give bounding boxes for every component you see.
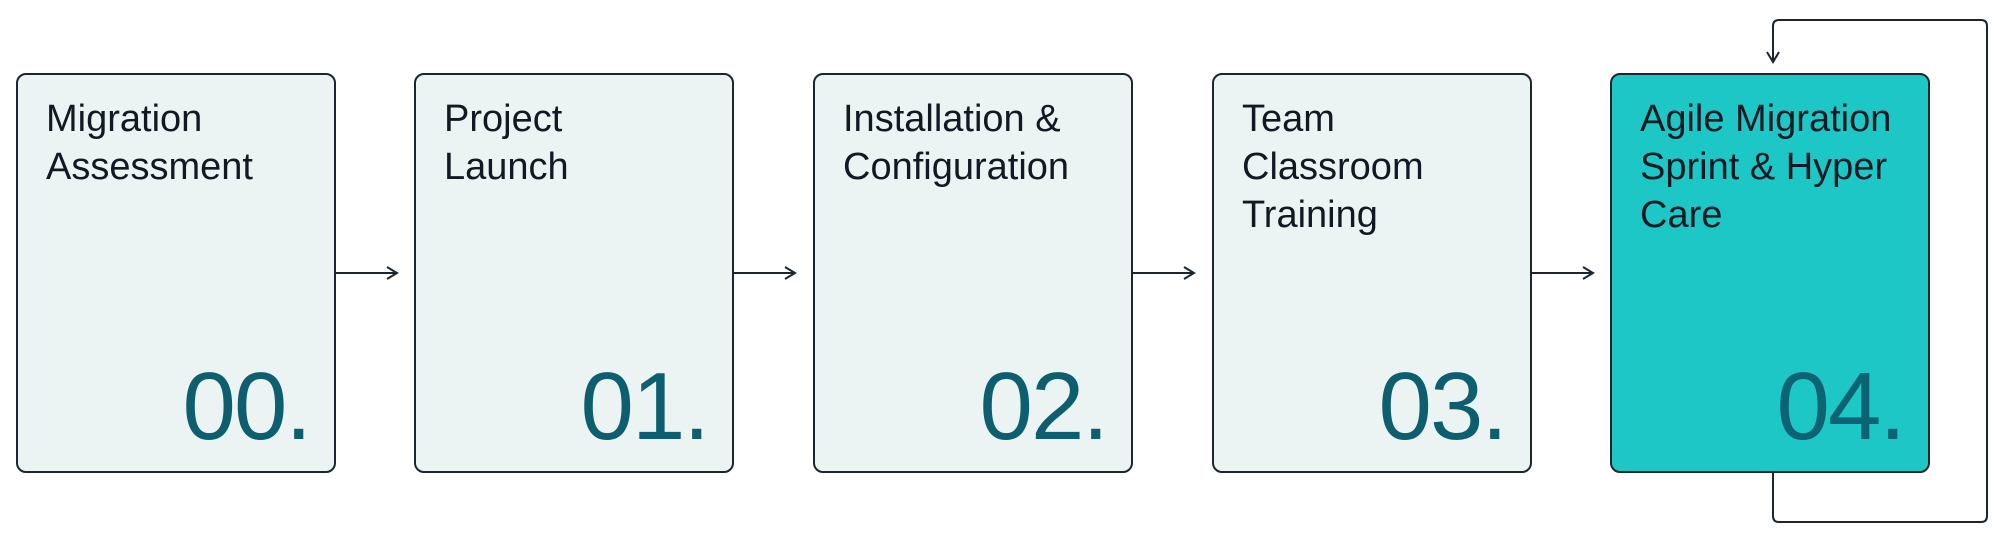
step-number: 03. (1378, 353, 1508, 460)
step-title: Migration Assessment (46, 98, 253, 188)
step-title: Agile Migration Sprint & Hyper Care (1640, 98, 1892, 236)
loop-arrow-04 (1766, 19, 1988, 523)
step-card-01: Project Launch 01. (414, 73, 734, 473)
step-card-03: Team Classroom Training 03. (1212, 73, 1532, 473)
step-number: 02. (979, 353, 1109, 460)
step-card-02: Installation & Configuration 02. (813, 73, 1133, 473)
step-number: 01. (580, 353, 710, 460)
step-card-00: Migration Assessment 00. (16, 73, 336, 473)
step-card-04: Agile Migration Sprint & Hyper Care 04. (1610, 73, 1930, 473)
step-title: Team Classroom Training (1242, 98, 1424, 236)
step-number: 00. (182, 353, 312, 460)
step-number: 04. (1776, 353, 1906, 460)
step-title: Installation & Configuration (843, 98, 1070, 188)
step-title: Project Launch (444, 98, 569, 188)
